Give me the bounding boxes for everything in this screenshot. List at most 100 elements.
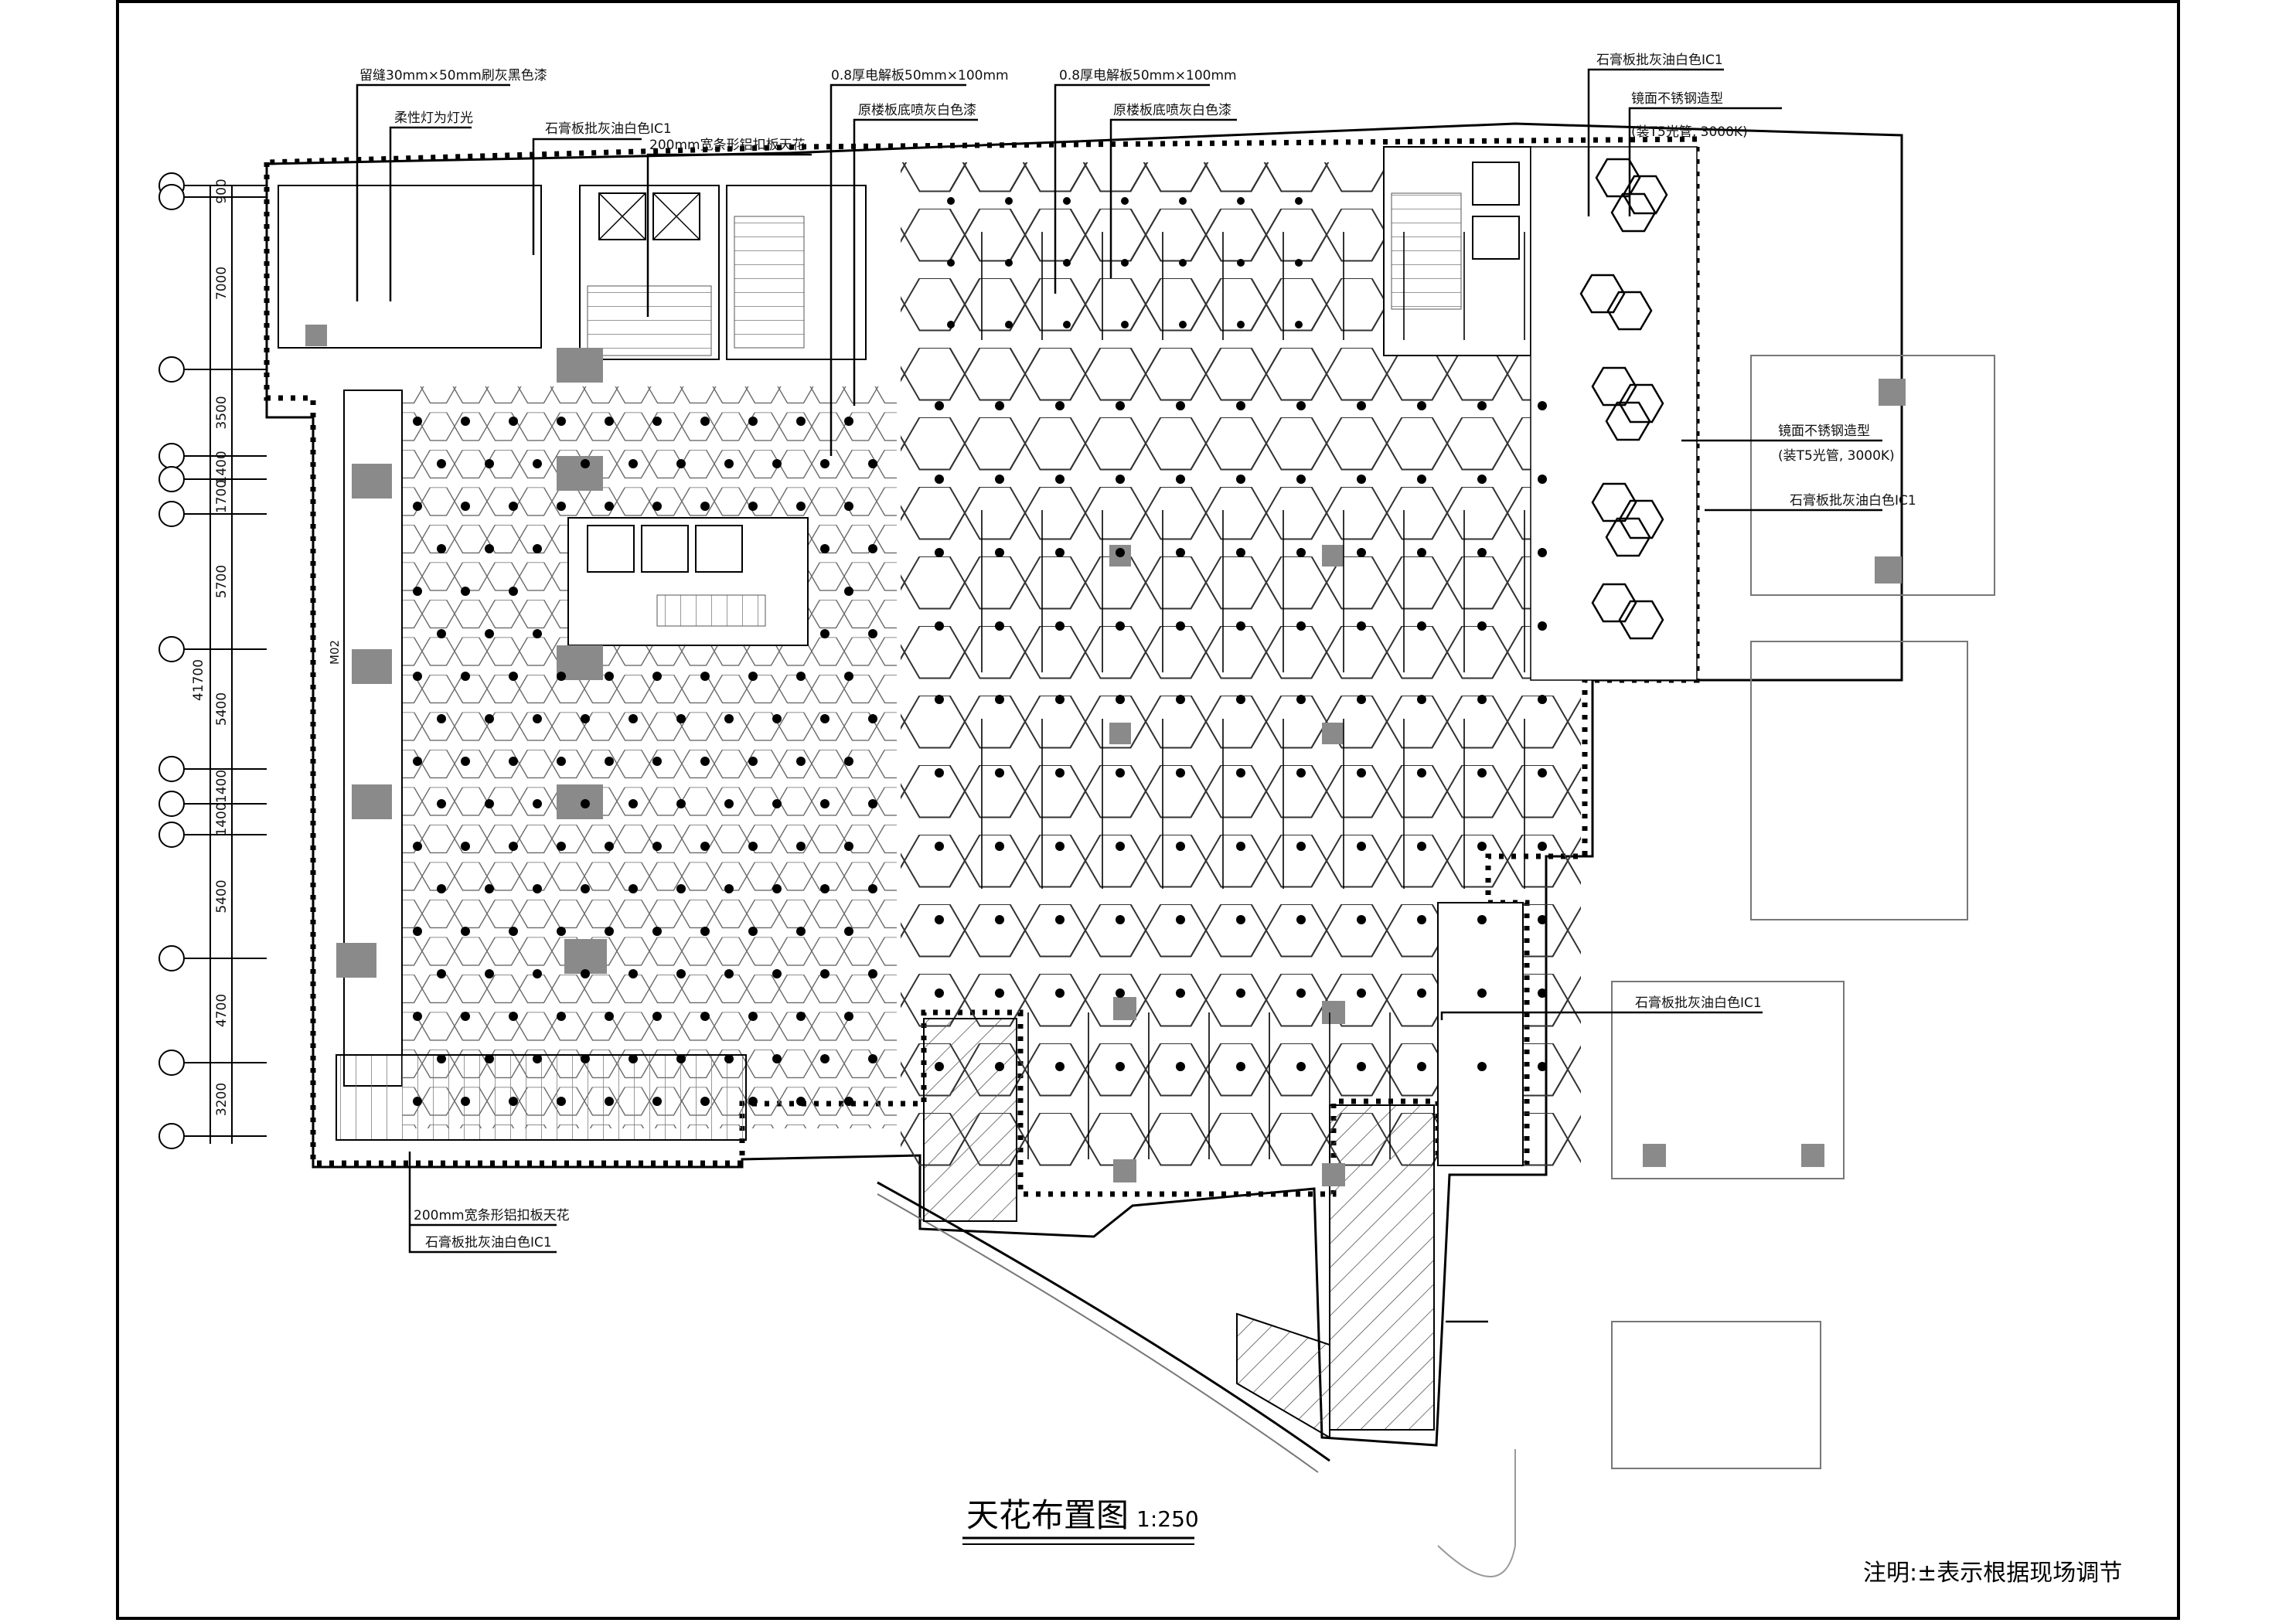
downlight <box>935 401 944 410</box>
downlight <box>605 502 614 511</box>
downlight <box>1236 695 1245 704</box>
dimension-ticks <box>203 185 267 1137</box>
downlight <box>947 321 955 328</box>
downlight <box>605 1097 614 1106</box>
downlight <box>935 475 944 484</box>
downlight <box>724 1054 734 1063</box>
downlight <box>868 459 877 468</box>
downlight <box>1236 988 1245 998</box>
grid-bubble <box>158 822 203 848</box>
downlight <box>676 459 686 468</box>
downlight <box>772 884 782 893</box>
downlight <box>1296 621 1306 631</box>
downlight <box>557 757 566 766</box>
downlight <box>1236 548 1245 557</box>
downlight <box>820 629 829 638</box>
label-gypsum-2: 石膏板批灰油白色IC1 <box>1596 52 1723 68</box>
downlight <box>700 842 710 851</box>
downlight <box>820 714 829 723</box>
downlight <box>1357 475 1366 484</box>
downlight <box>935 768 944 777</box>
downlight <box>1357 842 1366 851</box>
curved-facade <box>877 1181 1330 1462</box>
downlight <box>413 1097 422 1106</box>
downlight <box>748 1097 758 1106</box>
downlight <box>437 544 446 553</box>
downlight <box>1179 197 1187 205</box>
downlight <box>995 548 1004 557</box>
downlight <box>1538 548 1547 557</box>
dim-segment-label: 4700 <box>214 994 230 1027</box>
core-left-block <box>278 185 542 349</box>
downlight <box>772 459 782 468</box>
downlight <box>629 969 638 978</box>
downlight <box>1236 621 1245 631</box>
downlight <box>1477 621 1487 631</box>
downlight <box>1005 197 1013 205</box>
downlight <box>935 695 944 704</box>
downlight <box>796 1097 806 1106</box>
stair-core-south-2 <box>1329 1104 1435 1431</box>
downlight <box>557 1012 566 1021</box>
downlight <box>1477 401 1487 410</box>
downlight <box>1538 768 1547 777</box>
downlight <box>700 757 710 766</box>
downlight <box>748 1012 758 1021</box>
stair-landing <box>1236 1312 1330 1439</box>
dim-segment-label: 5400 <box>214 880 230 913</box>
downlight <box>868 629 877 638</box>
downlight <box>868 969 877 978</box>
downlight <box>1237 197 1245 205</box>
downlight <box>1417 475 1426 484</box>
downlight <box>1055 915 1065 924</box>
downlight <box>1538 621 1547 631</box>
downlight <box>652 757 662 766</box>
downlight <box>1063 197 1071 205</box>
downlight <box>844 757 853 766</box>
downlight <box>1417 768 1426 777</box>
grid-bubble <box>158 756 203 782</box>
downlight <box>995 915 1004 924</box>
downlight <box>868 544 877 553</box>
downlight <box>461 1012 470 1021</box>
drawing-note: 注明:±表示根据现场调节 <box>1863 1560 2122 1587</box>
adjacent-block-1 <box>1750 355 1995 596</box>
downlight <box>748 927 758 936</box>
downlight <box>1477 988 1487 998</box>
downlight <box>652 417 662 426</box>
downlight <box>1477 695 1487 704</box>
east-room <box>1437 902 1524 1166</box>
aluminium-strip-ceiling <box>587 285 712 356</box>
downlight <box>676 884 686 893</box>
downlight <box>652 1012 662 1021</box>
downlight <box>1236 915 1245 924</box>
dim-segment-label: 7000 <box>214 267 230 300</box>
ne-stair <box>1391 192 1462 310</box>
downlight <box>724 714 734 723</box>
grid-bubble <box>158 791 203 817</box>
downlight <box>700 927 710 936</box>
downlight <box>1357 988 1366 998</box>
arc-entry <box>1437 1449 1516 1577</box>
downlight <box>1295 321 1303 328</box>
downlight <box>605 672 614 681</box>
downlight <box>1296 768 1306 777</box>
downlight <box>1176 548 1185 557</box>
downlight <box>629 799 638 808</box>
downlight <box>995 695 1004 704</box>
downlights-east <box>935 197 1547 1071</box>
downlight <box>581 714 590 723</box>
downlight <box>1296 915 1306 924</box>
label-gypsum-1: 石膏板批灰油白色IC1 <box>545 121 672 137</box>
lift-2 <box>652 192 700 240</box>
downlight <box>485 544 494 553</box>
downlight <box>581 884 590 893</box>
downlight <box>676 969 686 978</box>
downlight <box>700 1097 710 1106</box>
downlight <box>629 884 638 893</box>
downlight <box>413 1012 422 1021</box>
downlight <box>533 799 542 808</box>
downlight <box>844 1097 853 1106</box>
downlight <box>533 714 542 723</box>
